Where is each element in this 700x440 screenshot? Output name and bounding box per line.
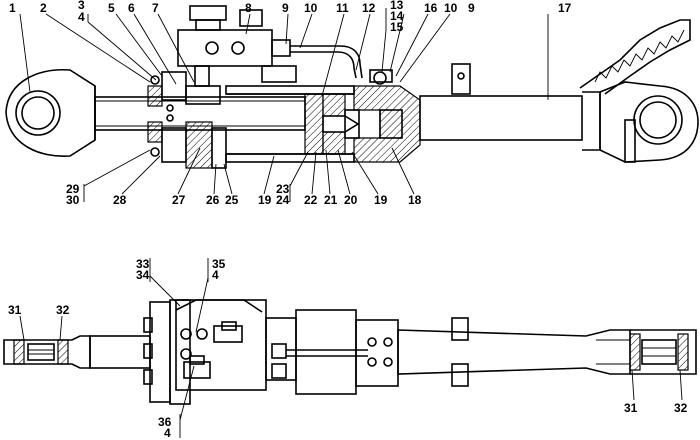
- label-16: 16: [424, 1, 438, 15]
- gland: [147, 71, 227, 169]
- label-24: 24: [276, 193, 290, 207]
- label-19-right: 19: [374, 193, 388, 207]
- label-2: 2: [40, 1, 47, 15]
- label-8: 8: [245, 1, 252, 15]
- label-3: 3: [78, 0, 85, 12]
- label-33: 33: [136, 257, 150, 271]
- left-fork: [3, 335, 91, 369]
- outer-tube: [419, 19, 691, 151]
- label-4-upper: 4: [212, 268, 219, 282]
- leader-lines-top: [19, 8, 549, 100]
- label-15: 15: [390, 20, 404, 34]
- label-4: 4: [78, 10, 85, 24]
- label-32-left: 32: [56, 303, 70, 317]
- top-section-view: 1 2 3 4 5 6 7 8 9 10 11 12 13 14 15 16 1…: [5, 0, 699, 207]
- label-22: 22: [304, 193, 318, 207]
- label-12: 12: [362, 1, 376, 15]
- label-7: 7: [152, 1, 159, 15]
- label-25: 25: [225, 193, 239, 207]
- label-29: 29: [66, 182, 80, 196]
- bottom-valve-block: [175, 299, 297, 391]
- piston: [304, 93, 360, 155]
- label-28: 28: [113, 193, 127, 207]
- bottom-cylinder: [286, 309, 399, 395]
- right-fork: [596, 329, 697, 375]
- label-17: 17: [558, 1, 572, 15]
- label-5: 5: [108, 1, 115, 15]
- label-10-top-right: 10: [444, 1, 458, 15]
- label-11: 11: [336, 1, 349, 15]
- valve-block: [177, 5, 363, 87]
- label-21: 21: [324, 193, 338, 207]
- label-23: 23: [276, 182, 290, 196]
- label-10-top-left: 10: [304, 1, 318, 15]
- bottom-rod: [89, 335, 151, 369]
- label-6: 6: [128, 1, 135, 15]
- label-35: 35: [212, 257, 226, 271]
- label-26: 26: [206, 193, 220, 207]
- label-27: 27: [172, 193, 186, 207]
- label-18: 18: [408, 193, 422, 207]
- label-31-left: 31: [8, 303, 22, 317]
- leader-lines-plan: [19, 258, 683, 438]
- label-1: 1: [9, 1, 16, 15]
- label-4-lower: 4: [164, 426, 171, 440]
- label-31-right: 31: [624, 401, 638, 415]
- label-30: 30: [66, 193, 80, 207]
- label-34: 34: [136, 268, 150, 282]
- label-36: 36: [158, 415, 172, 429]
- leader-lines-bottom: [83, 147, 415, 202]
- label-13: 13: [390, 0, 404, 12]
- bottom-flange: [143, 299, 191, 405]
- bottom-plan-view: 33 34 35 4 31 32 36 4 31 32: [3, 257, 697, 440]
- rod-eye-right: [599, 81, 699, 163]
- label-32-right: 32: [674, 401, 688, 415]
- rod-eye-left: [5, 69, 96, 157]
- cylinder-head: [353, 69, 421, 163]
- label-19-left: 19: [258, 193, 272, 207]
- label-9-top-left: 9: [282, 1, 289, 15]
- bottom-tube: [397, 317, 631, 387]
- label-20: 20: [344, 193, 358, 207]
- label-9-top-right: 9: [468, 1, 475, 15]
- label-14: 14: [390, 9, 404, 23]
